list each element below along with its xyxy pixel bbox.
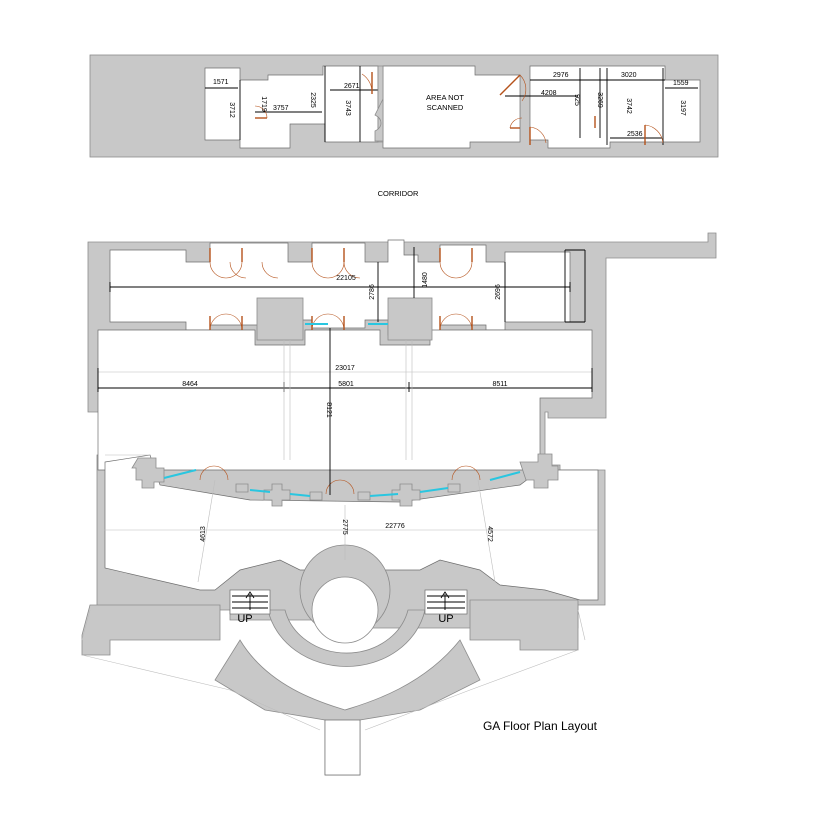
upper-wing: [89, 54, 719, 158]
drawing-title: GA Floor Plan Layout: [483, 719, 598, 733]
lower-right-wing: [469, 599, 579, 651]
dim-2786: 2786: [369, 284, 376, 300]
dim-3757: 3757: [273, 105, 289, 112]
column-left: [256, 297, 304, 341]
main-hall: [81, 232, 717, 776]
dim-2696: 2696: [495, 284, 502, 300]
dim-3269: 3269: [596, 92, 603, 108]
dim-2671: 2671: [344, 83, 360, 90]
dim-1571: 1571: [213, 79, 229, 86]
dim-5801: 5801: [338, 381, 354, 388]
pier-mid-left: [263, 483, 291, 507]
dim-3742: 3742: [625, 98, 632, 114]
entry-passage: [324, 719, 361, 776]
dim-2976: 2976: [553, 72, 569, 79]
gallery-doors: [199, 248, 481, 495]
dim-4572: 4572: [486, 526, 493, 542]
stair-up-label-left: UP: [237, 613, 252, 625]
dim-3743: 3743: [344, 100, 351, 116]
lower-left-wing: [81, 604, 221, 656]
area-not-scanned-label: AREA NOT SCANNED: [426, 93, 464, 112]
dim-8511: 8511: [492, 381, 507, 388]
pier-mid-right: [391, 483, 421, 507]
dim-22105: 22105: [336, 275, 356, 282]
dim-925: 925: [573, 94, 580, 106]
hall-dimension-lines: [97, 247, 598, 583]
dim-2536: 2536: [627, 131, 643, 138]
upper-right-rooms: [529, 65, 701, 149]
dim-4208: 4208: [541, 90, 557, 97]
dim-4613: 4613: [200, 526, 207, 542]
dim-1719: 1719: [260, 96, 267, 112]
column-right: [387, 297, 433, 341]
lower-arcade: [104, 454, 599, 601]
dim-3712: 3712: [228, 102, 235, 118]
pier-right: [519, 453, 559, 489]
dim-22776: 22776: [385, 523, 405, 530]
dim-2775: 2775: [341, 519, 348, 535]
dim-3197: 3197: [679, 100, 686, 116]
dim-3020: 3020: [621, 72, 637, 79]
dim-8121: 8121: [325, 402, 332, 418]
dim-23017: 23017: [335, 365, 355, 372]
main-hall-floor: [97, 329, 593, 471]
area-not-scanned-room: [382, 65, 521, 149]
glazing: [163, 323, 521, 497]
dim-1559: 1559: [673, 80, 689, 87]
stair-up-label-right: UP: [438, 613, 453, 625]
dim-2325: 2325: [309, 92, 316, 108]
dim-8464: 8464: [182, 381, 198, 388]
pier-left: [131, 457, 165, 489]
dim-1480: 1480: [422, 272, 429, 288]
corridor-label: CORRIDOR: [378, 189, 419, 198]
